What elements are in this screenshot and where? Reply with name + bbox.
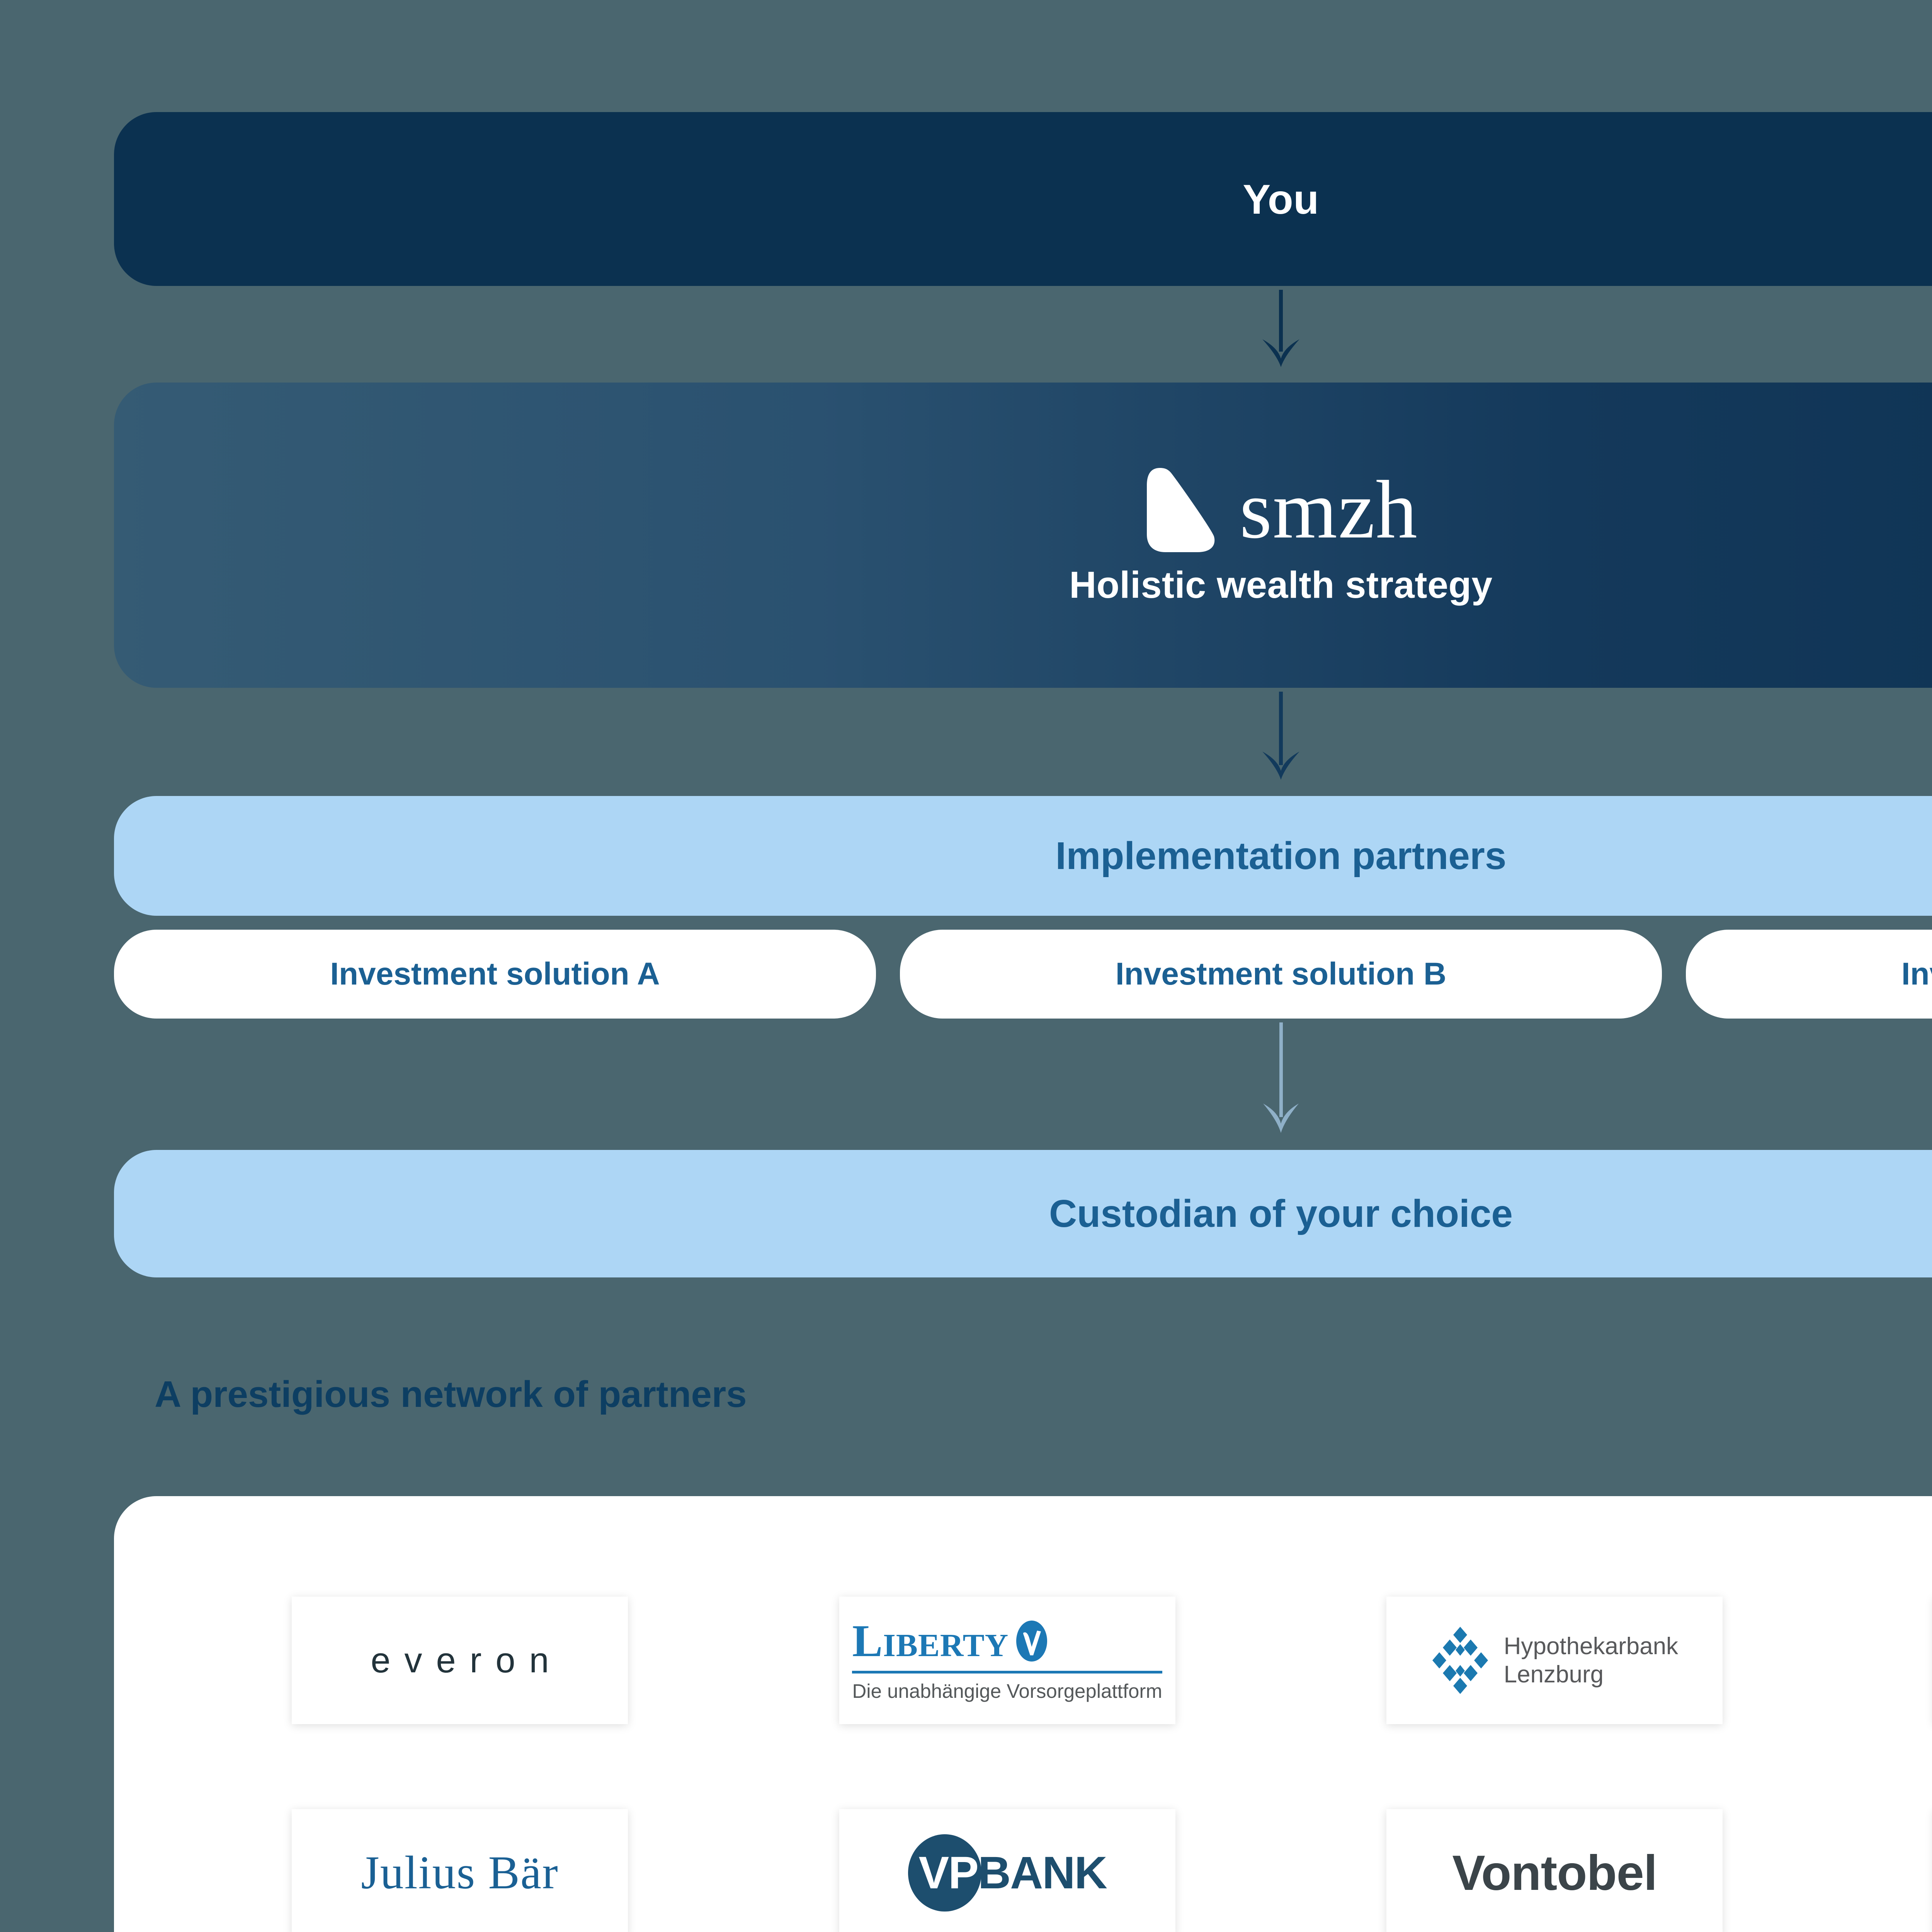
partner-tile-everon[interactable]: everon: [292, 1597, 628, 1724]
smzh-brand-box: smzh Holistic wealth strategy: [114, 383, 1932, 688]
smzh-tagline: Holistic wealth strategy: [1069, 563, 1493, 606]
smzh-wordmark: smzh: [1240, 463, 1418, 556]
partners-logo-card: everon LIBERTY Die unabhängige Vorsorgep…: [114, 1496, 1932, 1932]
partner-tile-liberty[interactable]: LIBERTY Die unabhängige Vorsorgeplattfor…: [839, 1597, 1175, 1724]
investment-solution-c-label: Investment solution C: [1901, 956, 1932, 992]
diagram-page: You smzh Holistic wealth strategy Implem…: [0, 112, 1932, 1932]
partner-tile-vontobel[interactable]: Vontobel: [1386, 1809, 1723, 1932]
vp-bank-ellipse-icon: [908, 1834, 981, 1912]
partner-logo-row-1: everon LIBERTY Die unabhängige Vorsorgep…: [292, 1554, 1932, 1767]
hypothekarbank-diamond-icon: [1432, 1627, 1488, 1694]
liberty-wordmark: LIBERTY: [852, 1616, 1009, 1666]
investment-solutions-row: Investment solution A Investment solutio…: [114, 930, 1932, 1019]
smzh-lockup: smzh: [1144, 464, 1418, 555]
investment-solution-b-card[interactable]: Investment solution B: [900, 930, 1662, 1019]
arrow-solutions-to-custodian: [114, 1019, 1932, 1150]
investment-solution-a-card[interactable]: Investment solution A: [114, 930, 876, 1019]
custodian-label: Custodian of your choice: [1049, 1192, 1513, 1235]
vontobel-logo-text: Vontobel: [1452, 1845, 1657, 1901]
partner-logo-row-2: Julius Bär VPBANK Vontobel: [292, 1767, 1932, 1932]
liberty-logo: LIBERTY Die unabhängige Vorsorgeplattfor…: [852, 1618, 1162, 1702]
investment-solution-b-label: Investment solution B: [1115, 956, 1447, 992]
hypothekarbank-wordmark: Hypothekarbank Lenzburg: [1503, 1633, 1679, 1688]
investment-solution-c-card[interactable]: Investment solution C: [1686, 930, 1932, 1019]
partner-tile-julius-baer[interactable]: Julius Bär: [292, 1809, 628, 1932]
vp-bank-wordmark: VPBANK: [918, 1847, 1107, 1898]
liberty-tagline: Die unabhängige Vorsorgeplattform: [852, 1680, 1162, 1702]
smzh-leaf-mark-icon: [1147, 468, 1215, 552]
vp-bank-logo: VPBANK: [908, 1834, 1107, 1912]
arrow-smzh-to-implementation: [114, 688, 1932, 796]
arrow-you-to-smzh: [114, 286, 1932, 383]
everon-logo-text: everon: [371, 1640, 563, 1680]
custodian-band: Custodian of your choice: [114, 1150, 1932, 1277]
partners-heading: A prestigious network of partners: [155, 1374, 747, 1415]
implementation-partners-band: Implementation partners: [114, 796, 1932, 916]
implementation-partners-label: Implementation partners: [1055, 834, 1507, 878]
julius-baer-logo-text: Julius Bär: [361, 1847, 559, 1899]
liberty-v-oval-icon: [1016, 1621, 1048, 1662]
investment-solution-a-label: Investment solution A: [330, 956, 660, 992]
partner-tile-vp-bank[interactable]: VPBANK: [839, 1809, 1175, 1932]
partner-tile-hypothekarbank-lenzburg[interactable]: Hypothekarbank Lenzburg: [1386, 1597, 1723, 1724]
you-box: You: [114, 112, 1932, 286]
you-label: You: [1243, 175, 1319, 223]
liberty-wordmark-row: LIBERTY: [852, 1618, 1162, 1664]
liberty-divider: [852, 1671, 1162, 1673]
hypothekarbank-logo: Hypothekarbank Lenzburg: [1431, 1626, 1679, 1695]
